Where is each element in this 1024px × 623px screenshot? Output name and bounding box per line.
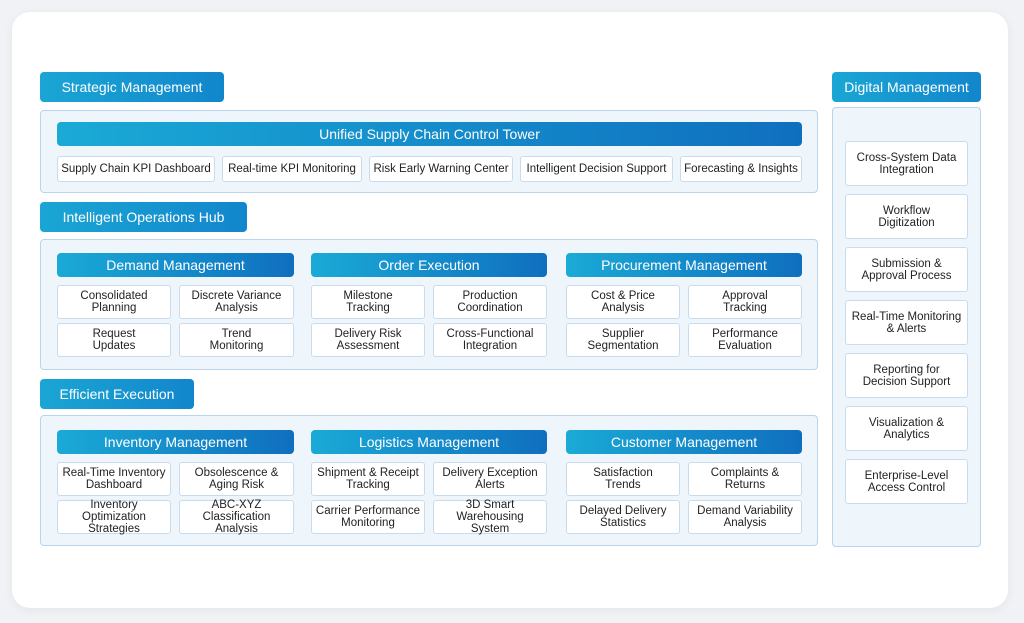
procurement-management-bar: Procurement Management	[566, 253, 802, 277]
order-execution-bar: Order Execution	[311, 253, 547, 277]
demand-item: Consolidated Planning	[57, 285, 171, 319]
procurement-item: Performance Evaluation	[688, 323, 802, 357]
strategic-item: Intelligent Decision Support	[520, 156, 673, 182]
digital-item: Reporting for Decision Support	[845, 353, 968, 398]
inventory-management-bar: Inventory Management	[57, 430, 294, 454]
digital-item: Enterprise-Level Access Control	[845, 459, 968, 504]
logistics-item: Shipment & Receipt Tracking	[311, 462, 425, 496]
strategic-management-title: Strategic Management	[40, 72, 224, 102]
strategic-item: Supply Chain KPI Dashboard	[57, 156, 215, 182]
efficient-execution-title: Efficient Execution	[40, 379, 194, 409]
customer-item: Demand Variability Analysis	[688, 500, 802, 534]
demand-item: Discrete Variance Analysis	[179, 285, 294, 319]
inventory-item: ABC-XYZ Classification Analysis	[179, 499, 294, 535]
customer-item: Satisfaction Trends	[566, 462, 680, 496]
customer-item: Delayed Delivery Statistics	[566, 500, 680, 534]
inventory-item: Obsolescence & Aging Risk	[179, 462, 294, 496]
order-item: Cross-Functional Integration	[433, 323, 547, 357]
customer-item: Complaints & Returns	[688, 462, 802, 496]
demand-item: Request Updates	[57, 323, 171, 357]
procurement-item: Approval Tracking	[688, 285, 802, 319]
strategic-item: Risk Early Warning Center	[369, 156, 513, 182]
digital-item: Real-Time Monitoring & Alerts	[845, 300, 968, 345]
inventory-item: Inventory Optimization Strategies	[57, 499, 171, 535]
digital-item: Workflow Digitization	[845, 194, 968, 239]
logistics-item: Delivery Exception Alerts	[433, 462, 547, 496]
strategic-item: Real-time KPI Monitoring	[222, 156, 362, 182]
logistics-management-bar: Logistics Management	[311, 430, 547, 454]
order-item: Production Coordination	[433, 285, 547, 319]
operations-hub-title: Intelligent Operations Hub	[40, 202, 247, 232]
digital-item: Submission & Approval Process	[845, 247, 968, 292]
strategic-item: Forecasting & Insights	[680, 156, 802, 182]
digital-item: Cross-System Data Integration	[845, 141, 968, 186]
procurement-item: Supplier Segmentation	[566, 323, 680, 357]
logistics-item: 3D Smart Warehousing System	[433, 499, 547, 535]
order-item: Delivery Risk Assessment	[311, 323, 425, 357]
procurement-item: Cost & Price Analysis	[566, 285, 680, 319]
order-item: Milestone Tracking	[311, 285, 425, 319]
demand-item: Trend Monitoring	[179, 323, 294, 357]
control-tower-bar: Unified Supply Chain Control Tower	[57, 122, 802, 146]
logistics-item: Carrier Performance Monitoring	[311, 500, 425, 534]
demand-management-bar: Demand Management	[57, 253, 294, 277]
digital-item: Visualization & Analytics	[845, 406, 968, 451]
digital-management-title: Digital Management	[832, 72, 981, 102]
inventory-item: Real-Time Inventory Dashboard	[57, 462, 171, 496]
customer-management-bar: Customer Management	[566, 430, 802, 454]
